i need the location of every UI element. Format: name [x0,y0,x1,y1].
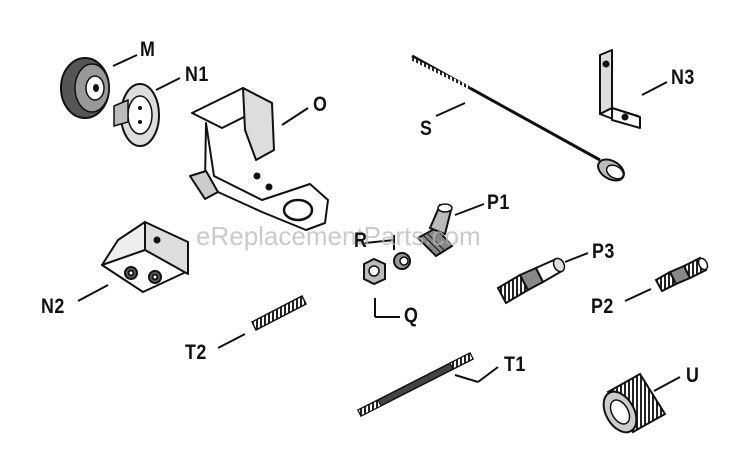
leader-n3 [641,81,668,96]
part-n3-bracket [599,49,641,129]
leader-s [435,102,466,117]
leader-p1 [454,203,485,216]
part-p2-nipple [654,256,709,293]
label-n2: N2 [41,295,65,318]
leader-o [281,107,309,126]
label-t2: T2 [185,341,207,364]
part-t1-stud [356,351,475,418]
leader-n1 [155,77,181,91]
leader-p3 [564,252,589,263]
watermark: eReplacementParts.com [196,221,481,251]
label-n1: N1 [185,63,209,86]
label-p2: P2 [591,295,614,318]
part-r-sleeve [393,252,411,270]
label-q: Q [404,304,419,327]
label-r: R [354,229,368,252]
part-n1-flange [113,83,160,147]
part-p3-adapter [496,257,566,305]
leader-n2 [77,284,109,302]
label-m: M [140,38,156,61]
part-s-rod [411,54,625,182]
leader-u [653,376,681,392]
label-p3: P3 [592,240,615,263]
label-o: O [313,93,328,116]
label-u: U [686,364,700,387]
leader-t2 [217,333,246,349]
leader-t1-b [477,366,499,383]
part-u-bushing [602,372,667,434]
part-t2-stud [250,294,308,332]
part-o-bracket [189,87,329,231]
label-n3: N3 [671,66,695,89]
leader-m [112,54,138,67]
label-p1: P1 [487,191,510,214]
leader-t1-a [454,374,479,383]
leader-r [364,239,395,244]
part-n2-bracket [101,221,189,293]
part-p1-elbow [416,203,454,258]
label-t1: T1 [504,353,526,376]
part-m-bearing [60,57,110,119]
part-q-nut [363,257,386,286]
label-s: S [420,117,433,140]
leader-p2 [624,288,652,302]
